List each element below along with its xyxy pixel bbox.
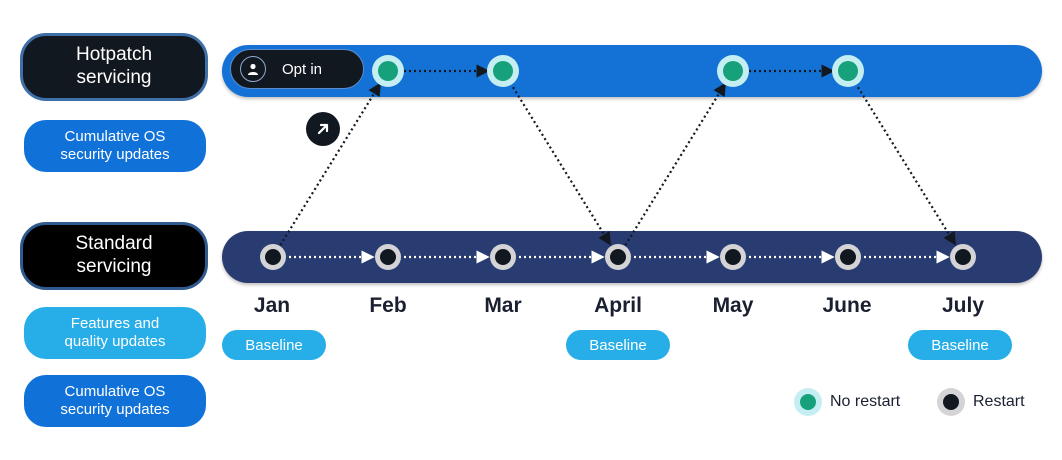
- legend-no-restart: No restart: [794, 388, 900, 416]
- restart-node-july: [955, 249, 971, 265]
- no-restart-node-feb: [378, 61, 398, 81]
- features-quality-updates-label: Features and quality updates: [24, 307, 206, 359]
- baseline-badge-april: Baseline: [566, 330, 670, 360]
- month-label-jan: Jan: [253, 294, 291, 317]
- transition-link-0: [279, 82, 381, 246]
- standard-servicing-label: Standard servicing: [20, 222, 208, 290]
- month-label-july: July: [941, 294, 985, 317]
- restart-node-april: [610, 249, 626, 265]
- restart-dot-icon: [937, 388, 965, 416]
- opt-in-label: Opt in: [282, 60, 323, 78]
- transition-link-2: [624, 82, 726, 246]
- user-icon: [240, 56, 266, 82]
- baseline-badge-july: Baseline: [908, 330, 1012, 360]
- no-restart-node-may: [723, 61, 743, 81]
- legend-restart-label: Restart: [973, 393, 1025, 410]
- restart-node-mar: [495, 249, 511, 265]
- opt-in-button[interactable]: Opt in: [230, 49, 364, 89]
- month-label-april: April: [594, 294, 642, 317]
- restart-node-may: [725, 249, 741, 265]
- no-restart-node-june: [838, 61, 858, 81]
- hotpatch-cumulative-updates-label: Cumulative OS security updates: [24, 120, 206, 172]
- hotpatch-servicing-label: Hotpatch servicing: [20, 33, 208, 101]
- month-label-june: June: [822, 294, 872, 317]
- arrow-up-right-icon: [306, 112, 340, 146]
- standard-cumulative-updates-label: Cumulative OS security updates: [24, 375, 206, 427]
- month-label-feb: Feb: [369, 294, 407, 317]
- month-label-mar: Mar: [484, 294, 522, 317]
- legend-restart: Restart: [937, 388, 1025, 416]
- month-label-may: May: [712, 294, 754, 317]
- restart-node-june: [840, 249, 856, 265]
- transition-link-1: [509, 82, 611, 246]
- restart-node-feb: [380, 249, 396, 265]
- legend-no-restart-label: No restart: [830, 393, 901, 410]
- transition-link-3: [854, 82, 956, 246]
- baseline-badge-jan: Baseline: [222, 330, 326, 360]
- restart-node-jan: [265, 249, 281, 265]
- no-restart-node-mar: [493, 61, 513, 81]
- no-restart-dot-icon: [794, 388, 822, 416]
